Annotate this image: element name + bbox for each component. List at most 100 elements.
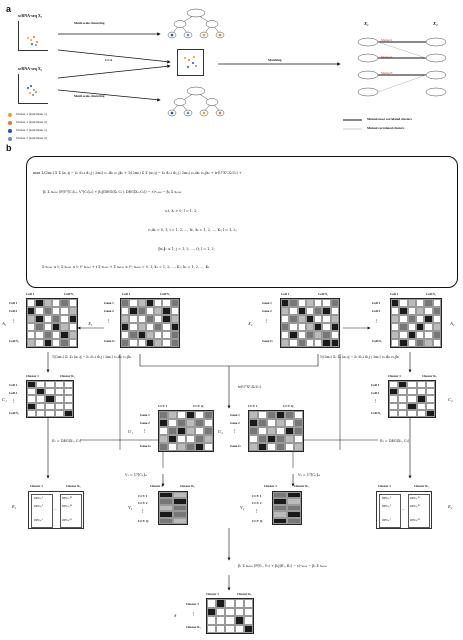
matrix-cell: [314, 339, 323, 347]
e2-cell-l2: DEG₂¹: [382, 504, 391, 508]
modularity-2: 1/(2m₂) Σ₂ Σ₂ (a₂,ij − λ₂ d₂,i d₂,j / 2m…: [320, 355, 400, 359]
matrix-cell: [285, 435, 294, 443]
e1-cell-l3: DEGₑ¹: [34, 518, 43, 522]
constraint-3: ‖uₗⱼ‖₂ ≤ 1; j = 1, 2, ..., Q; l = 1, 2;: [158, 247, 215, 251]
v1-equation: V₁ = Uᵀ[C₁]ₖ₁: [125, 473, 148, 477]
matrix-cell: [258, 427, 267, 435]
matrix-cell: [243, 607, 253, 616]
matrix-cell: [137, 307, 146, 315]
trace-term: tr(UᵀXᵀ₁X₂U₂): [238, 385, 262, 389]
matrix-cell: [322, 315, 331, 323]
matrix-cell: [159, 498, 173, 505]
matrix-cell: [27, 315, 36, 323]
matrix-cell: [398, 388, 408, 396]
matching-label: Matching: [268, 58, 282, 62]
c2-row-4: Cell N₂: [371, 411, 381, 415]
matrix-cell: [330, 299, 339, 307]
matrix-cell: [60, 331, 69, 339]
matrix-cell: [186, 435, 195, 443]
matrix-cell: [289, 307, 298, 315]
matrix-cell: [399, 299, 408, 307]
u2-name: U₂: [218, 429, 223, 434]
matrix-cell: [415, 315, 425, 323]
c1-col-left: Cluster 1: [26, 374, 39, 378]
matrix-cell: [389, 402, 399, 410]
matrix-cell: [425, 381, 435, 389]
matrix-cell: [258, 411, 267, 419]
c2-col-right: Cluster K₂: [422, 374, 437, 378]
matrix-cell: [234, 624, 244, 633]
matrix-cell: [207, 624, 217, 633]
c1-row-4: Cell N₁: [9, 411, 19, 415]
x2-row-1: Gene 1: [262, 301, 272, 305]
matrix-cell: [305, 307, 315, 315]
objective-line-1: max 1/(2m₁) Σ Σ (a₁,ij − λ₁ d₁,i d₁,j / …: [33, 171, 242, 175]
matrix-cell: [177, 443, 186, 451]
c1-row-2: Cell 2: [9, 391, 18, 395]
matrix-cell: [195, 411, 204, 419]
matrix-cell: [267, 443, 276, 451]
u1-col-right: CCV Q: [193, 404, 204, 408]
a2-row-2: Cell 2: [372, 309, 381, 313]
matrix-cell: [159, 435, 168, 443]
matrix-cell: [145, 331, 155, 339]
matrix-cell: [273, 511, 287, 518]
mutual-label: Mutual correlated clusters: [367, 126, 405, 130]
matrix-cell: [281, 331, 290, 339]
matrix-cell: [129, 323, 138, 331]
e1-cell-r3: DEGₑᴷ¹: [62, 518, 73, 522]
matrix-cell: [60, 299, 69, 307]
matrix-cell: [297, 307, 306, 315]
matrix-cell: [297, 339, 306, 347]
matrix-cell: [45, 395, 55, 403]
matrix-cell: [68, 339, 77, 347]
x2-name: X₂: [248, 321, 253, 326]
matrix-cell: [285, 427, 294, 435]
matrix-cell: [285, 419, 294, 427]
v1-row-1: CCV 1: [138, 494, 148, 498]
panel-b-label: b: [6, 143, 12, 153]
matrix-cell: [173, 511, 187, 518]
s-row-2: ⋮: [192, 612, 196, 616]
x2-row-2: Gene 2: [262, 309, 272, 313]
matrix-cell: [416, 402, 426, 410]
v2-equation: V₂ = Uᵀ[C₂]ₖ₂: [298, 473, 321, 477]
e1-col-left: Cluster 1: [30, 484, 43, 488]
matrix-cell: [170, 323, 179, 331]
c2-col-left: Cluster 1: [388, 374, 401, 378]
matrix-cell: [195, 427, 204, 435]
final-equation: β₁ Σ sₖ₁ₖ₂ (P(V₁, V₂) + β₂J(E₁, E₂) − ε)…: [238, 564, 327, 568]
matrix-cell: [168, 443, 177, 451]
matrix-cell: [391, 307, 400, 315]
x1-row-4: Gene G: [104, 339, 115, 343]
matrix-cell: [399, 315, 408, 323]
matrix-cell: [195, 419, 204, 427]
matrix-cell: [27, 388, 37, 396]
matrix-cell: [162, 315, 171, 323]
matrix-cell: [249, 411, 258, 419]
a1-row-1: Cell 1: [9, 301, 18, 305]
matrix-cell: [424, 299, 433, 307]
matrix-cell: [63, 395, 73, 403]
x2-matrix: [280, 298, 340, 348]
e1-dots: ...: [54, 507, 57, 511]
scrna-x1-label: scRNA-seq X₁: [18, 13, 42, 18]
matrix-cell: [276, 427, 285, 435]
matrix-cell: [154, 331, 163, 339]
matrix-cell: [60, 315, 69, 323]
matrix-cell: [398, 402, 408, 410]
e2-cell-l3: DEGₑ¹: [382, 518, 391, 522]
matrix-cell: [267, 435, 276, 443]
objective-box: [26, 156, 458, 288]
matrix-cell: [154, 307, 163, 315]
matrix-cell: [177, 435, 186, 443]
matrix-cell: [294, 419, 303, 427]
matrix-cell: [60, 323, 69, 331]
matrix-cell: [129, 315, 138, 323]
s-matrix: [206, 598, 254, 634]
matrix-cell: [249, 419, 258, 427]
matrix-cell: [45, 381, 55, 389]
matrix-cell: [63, 409, 73, 417]
matrix-cell: [137, 339, 146, 347]
matrix-cell: [407, 409, 417, 417]
